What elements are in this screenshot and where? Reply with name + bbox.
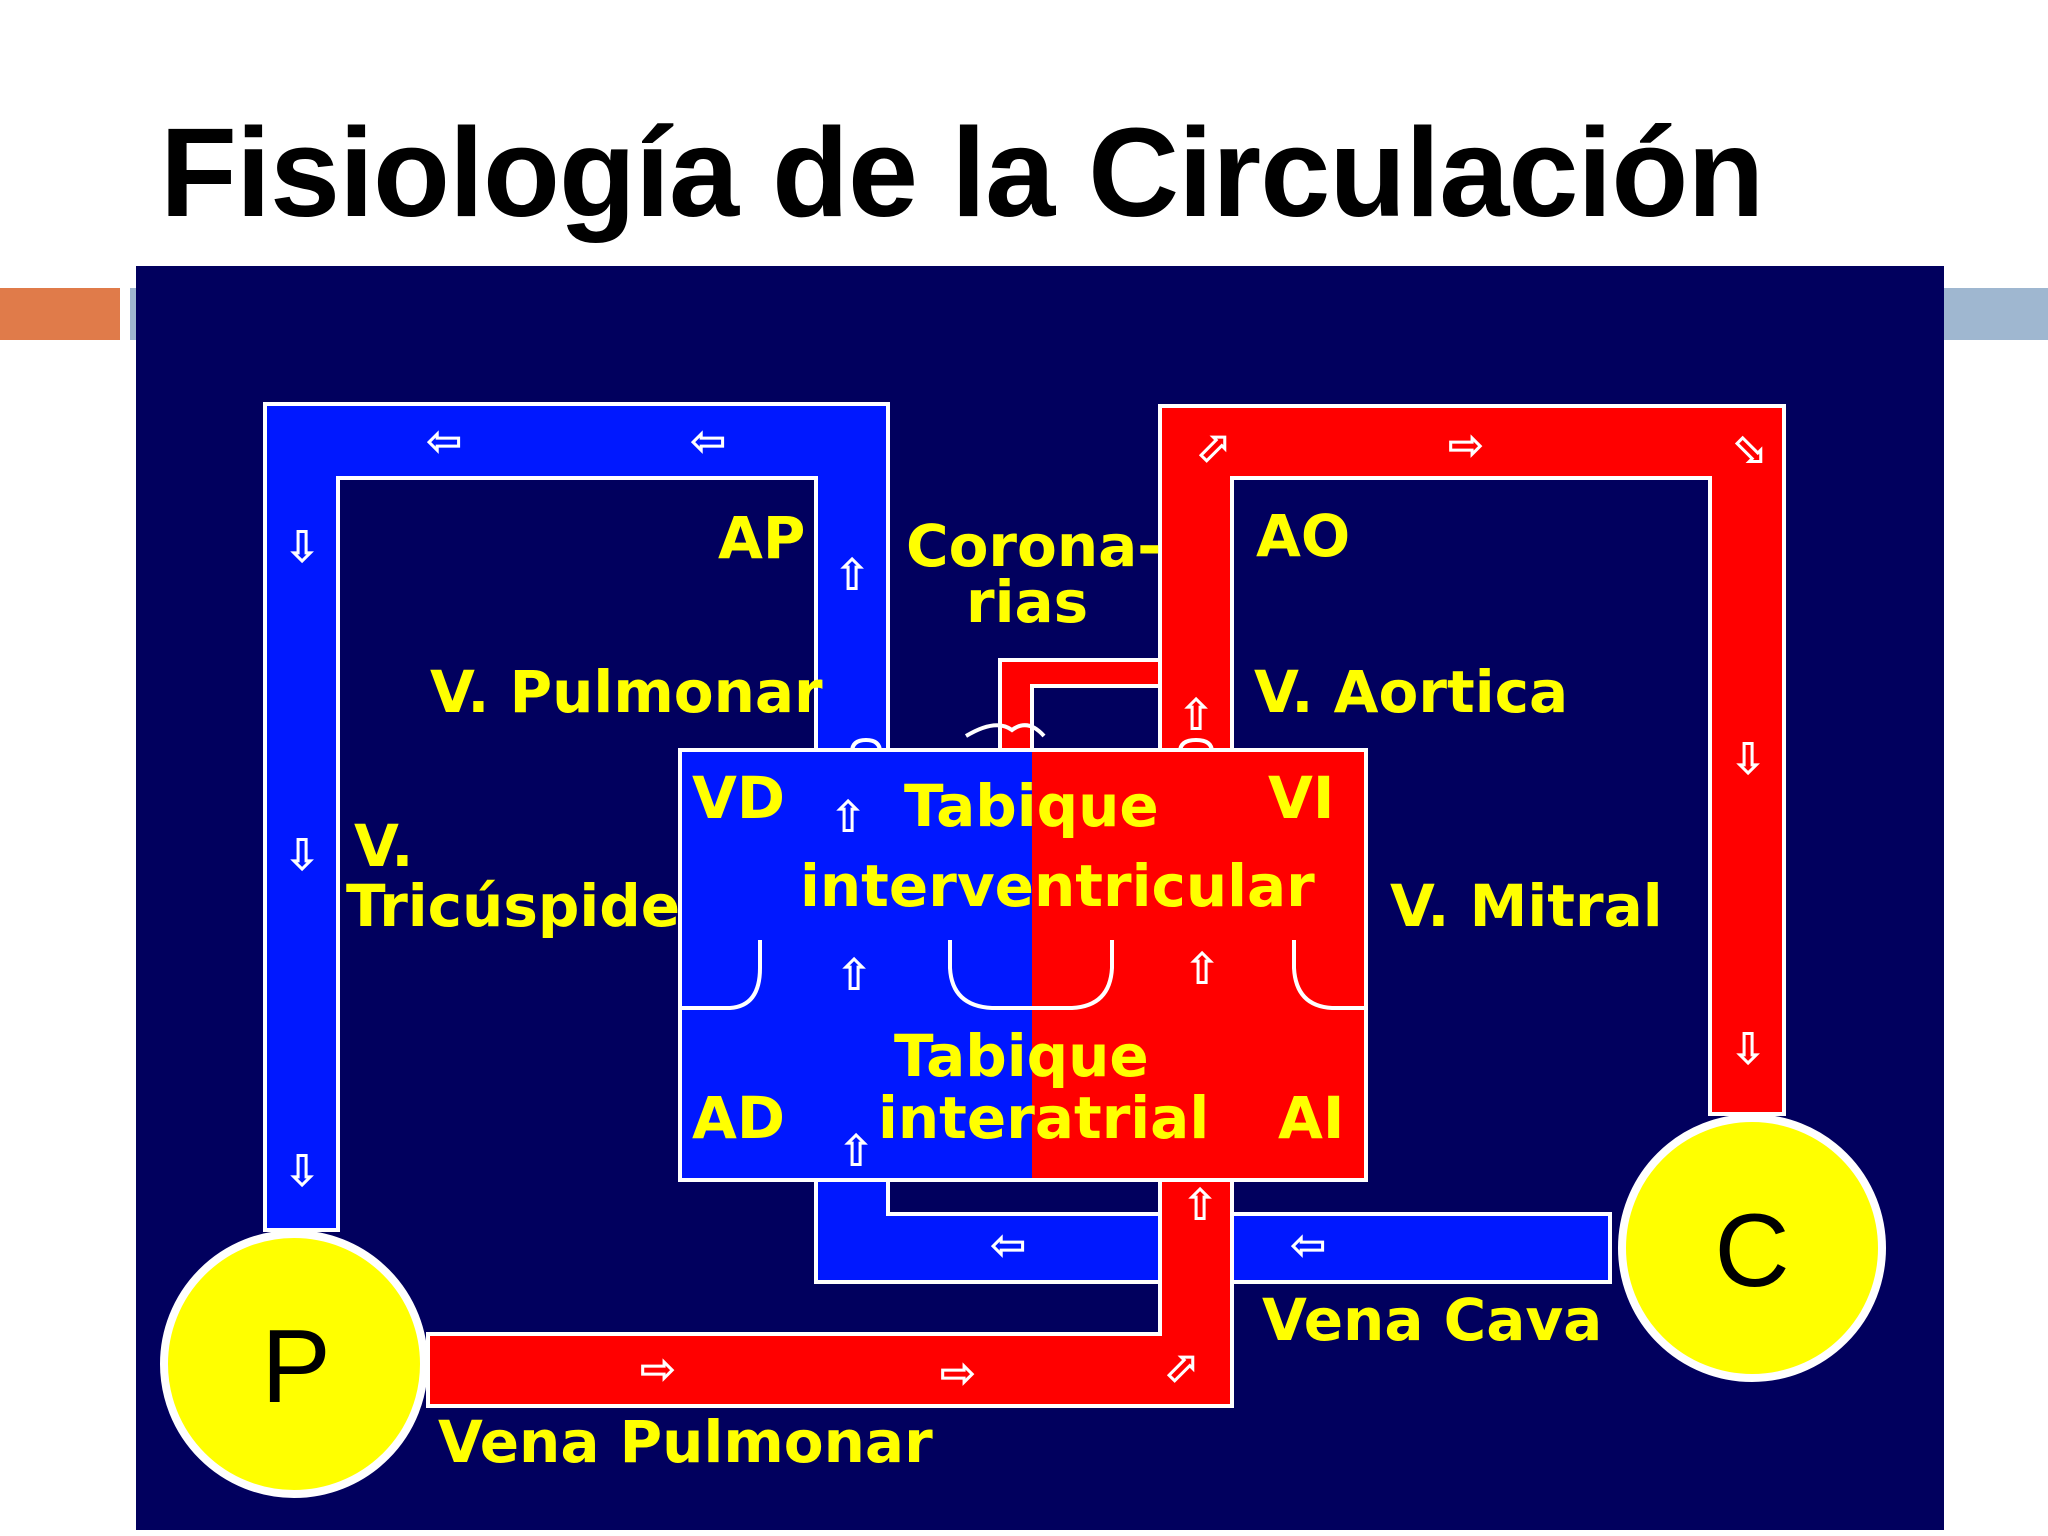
arterial-vessels <box>426 404 1786 1408</box>
arrow-down-icon: ⇩ <box>284 830 321 881</box>
coronary-vessel <box>998 658 1162 752</box>
arrow-right-icon: ⇨ <box>940 1348 977 1399</box>
left-heart <box>1032 750 1366 1180</box>
arrow-up-icon: ⇧ <box>830 792 867 843</box>
coronary-valve <box>964 723 1046 738</box>
arrow-right-icon: ⇨ <box>640 1344 677 1395</box>
accent-bar-left-edge <box>130 288 138 340</box>
label-v-tricuspide-line2: Tricúspide <box>346 872 680 940</box>
label-vena-cava: Vena Cava <box>1262 1286 1602 1354</box>
label-ao: AO <box>1256 502 1350 570</box>
arrow-left-icon: ⇦ <box>1290 1220 1327 1271</box>
label-v-pulmonar: V. Pulmonar <box>430 658 823 726</box>
label-tabique-interatrial-line2: interatrial <box>878 1084 1209 1152</box>
systemic-circle: C <box>1618 1114 1886 1382</box>
arrow-up-right-icon: ⬀ <box>1194 422 1231 473</box>
aorta-vessel <box>1158 404 1786 1116</box>
label-v-aortica: V. Aortica <box>1254 658 1568 726</box>
label-v-tricuspide-line1: V. <box>354 812 413 880</box>
accent-bar-right <box>1944 288 2048 340</box>
arrow-up-icon: ⇧ <box>836 950 873 1001</box>
arrow-right-icon: ⇨ <box>1448 420 1485 471</box>
arrow-up-icon: ⇧ <box>1178 690 1215 741</box>
arrow-left-icon: ⇦ <box>690 416 727 467</box>
tricuspid-valve-right <box>948 940 1032 1010</box>
arrow-down-icon: ⇩ <box>284 522 321 573</box>
arrow-up-icon: ⇧ <box>1182 1180 1219 1231</box>
accent-bar-left <box>0 288 120 340</box>
label-v-mitral: V. Mitral <box>1390 872 1663 940</box>
label-vena-pulmonar: Vena Pulmonar <box>438 1408 933 1476</box>
arrow-down-icon: ⇩ <box>1730 1024 1767 1075</box>
flow-arrows: ⇦ ⇦ ⇩ ⇩ ⇩ ⇧ ⬀ ⇨ ⬂ ⇧ ⇩ ⇩ ⇧ ⇧ ⇧ ⇧ ⇧ ⇦ ⇦ ⇨ … <box>284 416 1767 1399</box>
arrow-left-icon: ⇦ <box>990 1220 1027 1271</box>
heart-outline <box>678 748 1368 1182</box>
arrow-up-right-icon: ⬀ <box>1162 1342 1199 1393</box>
label-tabique-interventricular-line2: interventricular <box>800 852 1315 920</box>
arrow-up-icon: ⇧ <box>838 1126 875 1177</box>
arrow-down-right-icon: ⬂ <box>1730 422 1767 473</box>
arrow-up-icon: ⇧ <box>1184 944 1221 995</box>
slide-title: Fisiología de la Circulación <box>160 102 1764 243</box>
semilunar-valve-aortic <box>1178 737 1214 753</box>
arrow-down-icon: ⇩ <box>284 1146 321 1197</box>
arrow-down-icon: ⇩ <box>1730 734 1767 785</box>
label-ad: AD <box>692 1084 785 1152</box>
label-tabique-interventricular-line1: Tabique <box>904 772 1159 840</box>
label-ai: AI <box>1278 1084 1344 1152</box>
label-coronarias-line1: Corona- <box>906 512 1161 580</box>
tricuspid-valve-left <box>680 940 762 1010</box>
diagram-labels: AP Corona- rias AO V. Pulmonar V. Aortic… <box>346 502 1663 1476</box>
mitral-valve-right <box>1292 940 1366 1010</box>
label-coronarias-line2: rias <box>966 568 1088 636</box>
systemic-circle-label: C <box>1714 1193 1789 1309</box>
circulation-diagram: P C AP Corona- rias AO V. Pulmonar V. Ao… <box>136 266 1944 1530</box>
label-vi: VI <box>1268 764 1334 832</box>
mitral-valve-left <box>1032 940 1114 1010</box>
heart <box>678 723 1368 1182</box>
right-heart <box>680 750 1032 1180</box>
label-vd: VD <box>692 764 785 832</box>
arrow-left-icon: ⇦ <box>426 416 463 467</box>
pulmonary-circle-label: P <box>261 1309 330 1425</box>
pulmonary-circle: P <box>160 1230 428 1498</box>
arrow-up-icon: ⇧ <box>834 550 871 601</box>
label-ap: AP <box>718 504 805 572</box>
label-tabique-interatrial-line1: Tabique <box>894 1022 1149 1090</box>
semilunar-valve-pulmonary <box>850 737 882 753</box>
